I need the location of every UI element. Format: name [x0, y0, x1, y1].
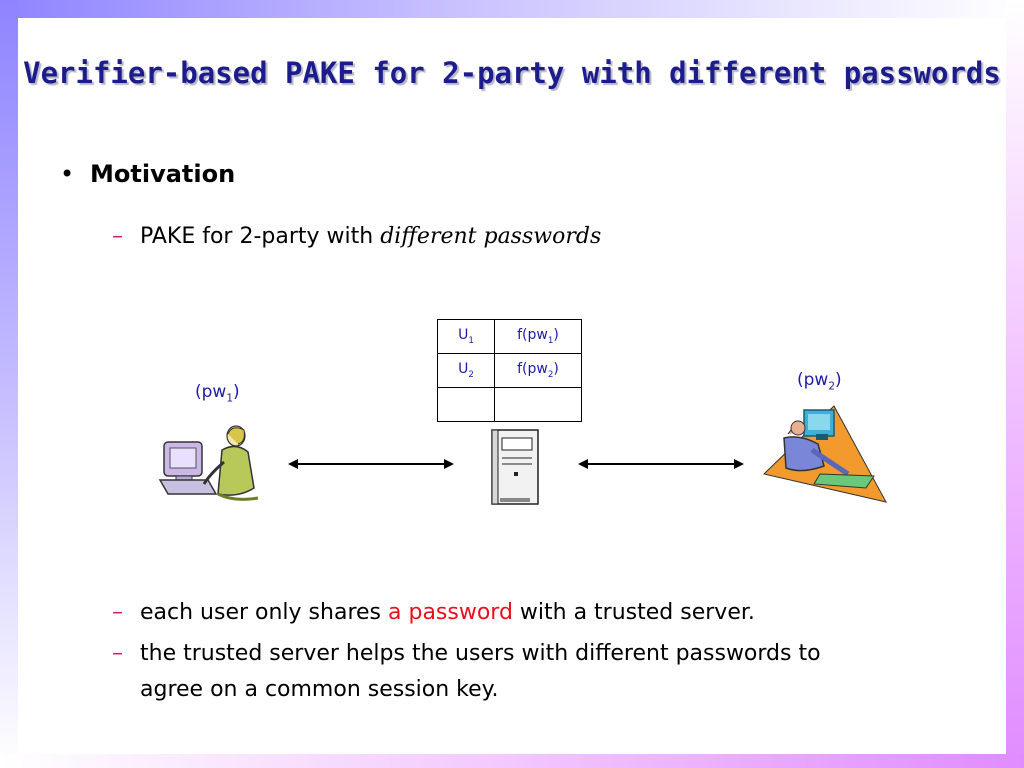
sub-item-pake-plain: PAKE for 2-party with: [140, 224, 381, 249]
left-double-arrow-icon: [288, 459, 454, 469]
sub-item-shares-text: each user only shares a password with a …: [140, 600, 755, 625]
right-decorative-band: [1006, 0, 1024, 768]
bullet-motivation-label: Motivation: [90, 160, 236, 188]
sub-dash: –: [112, 641, 123, 666]
right-user-computer-icon: [762, 405, 887, 503]
bullet-marker: •: [60, 160, 75, 188]
table-cell-user: U1: [437, 319, 495, 354]
left-user-computer-icon: [158, 425, 259, 501]
table-cell-verifier: f(pw1): [494, 319, 582, 354]
top-decorative-band: [0, 0, 1024, 18]
sub-dash: –: [112, 600, 123, 625]
server-icon: [491, 429, 539, 505]
left-decorative-band: [0, 0, 18, 768]
table-row: U1 f(pw1): [437, 319, 582, 354]
right-double-arrow-icon: [578, 459, 744, 469]
table-row: U2 f(pw2): [437, 353, 582, 388]
sub-dash: –: [112, 224, 123, 249]
table-cell-empty: [494, 387, 582, 422]
table-cell-empty: [437, 387, 495, 422]
table-row: [437, 387, 582, 422]
verifier-table: U1 f(pw1) U2 f(pw2): [437, 319, 582, 422]
bottom-decorative-band: [0, 754, 1024, 768]
table-cell-user: U2: [437, 353, 495, 388]
sub-item-server-helps-line2: agree on a common session key.: [140, 677, 499, 702]
left-user-password-label: (pw1): [195, 382, 240, 405]
sub-item-pake-italic: different passwords: [380, 224, 602, 249]
highlight-a-password: a password: [388, 600, 513, 625]
table-cell-verifier: f(pw2): [494, 353, 582, 388]
sub-item-server-helps-line1: the trusted server helps the users with …: [140, 641, 821, 666]
sub-item-pake-text: PAKE for 2-party with different password…: [140, 224, 601, 249]
slide-title: Verifier-based PAKE for 2-party with dif…: [23, 56, 1001, 90]
right-user-password-label: (pw2): [797, 370, 842, 393]
